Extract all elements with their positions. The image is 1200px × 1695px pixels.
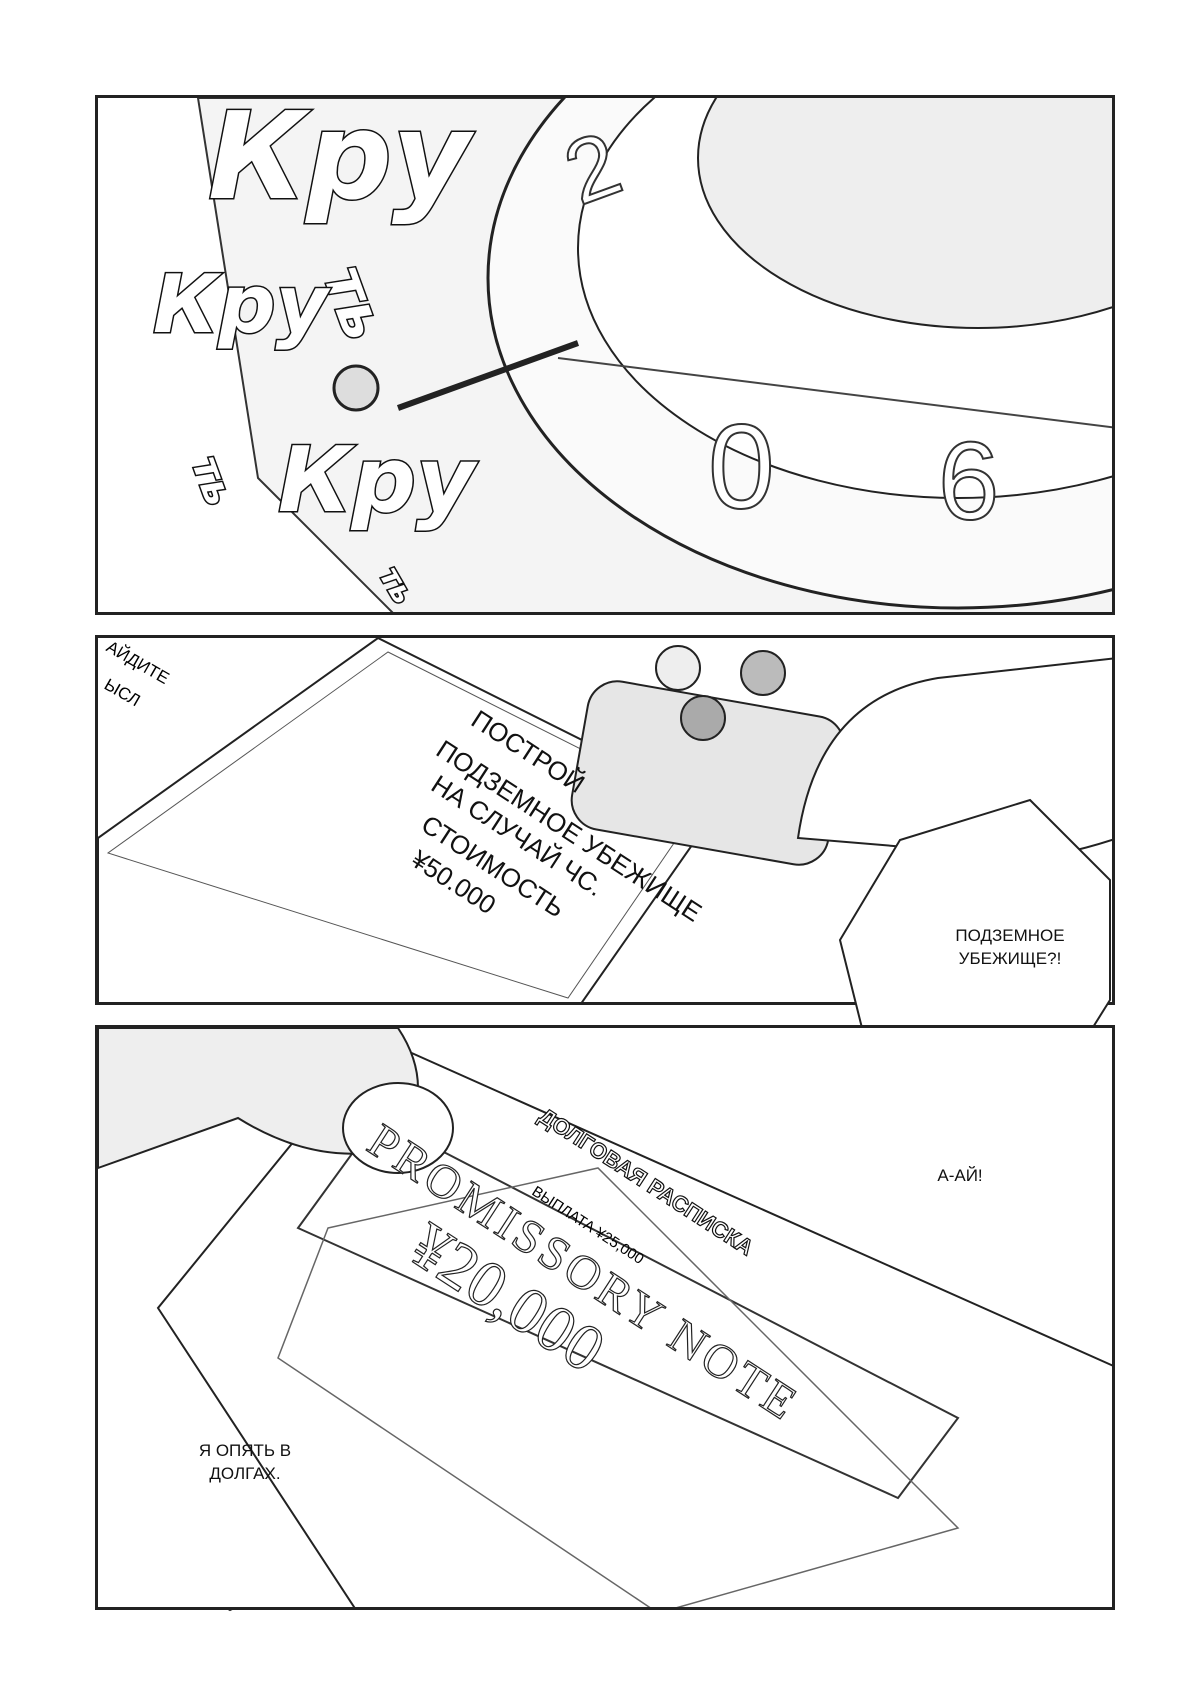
dial-digit: 6 xyxy=(937,419,1000,544)
bubble-shelter: ПОДЗЕМНОЕ УБЕЖИЩЕ?! xyxy=(955,926,1065,968)
panel-promissory-note: ДОЛГОВАЯ РАСПИСКА PROMISSORY NOTE ¥20,00… xyxy=(95,1025,1115,1610)
panel-roulette: Кру ть Кру ть Кру ть 2 0 6 xyxy=(95,95,1115,615)
roulette-drawing xyxy=(196,98,1112,612)
bubble-ouch: А-АЙ! xyxy=(937,1166,983,1185)
sfx-krut-medium: Кру xyxy=(152,257,330,353)
note-drawing xyxy=(98,1028,1112,1607)
dial-digit: 0 xyxy=(707,399,776,535)
sfx-krut-small: Кру xyxy=(277,427,477,535)
sfx-krut-large: Кру xyxy=(206,95,471,229)
bubble-debt: Я ОПЯТЬ В ДОЛГАХ. xyxy=(198,1441,292,1483)
